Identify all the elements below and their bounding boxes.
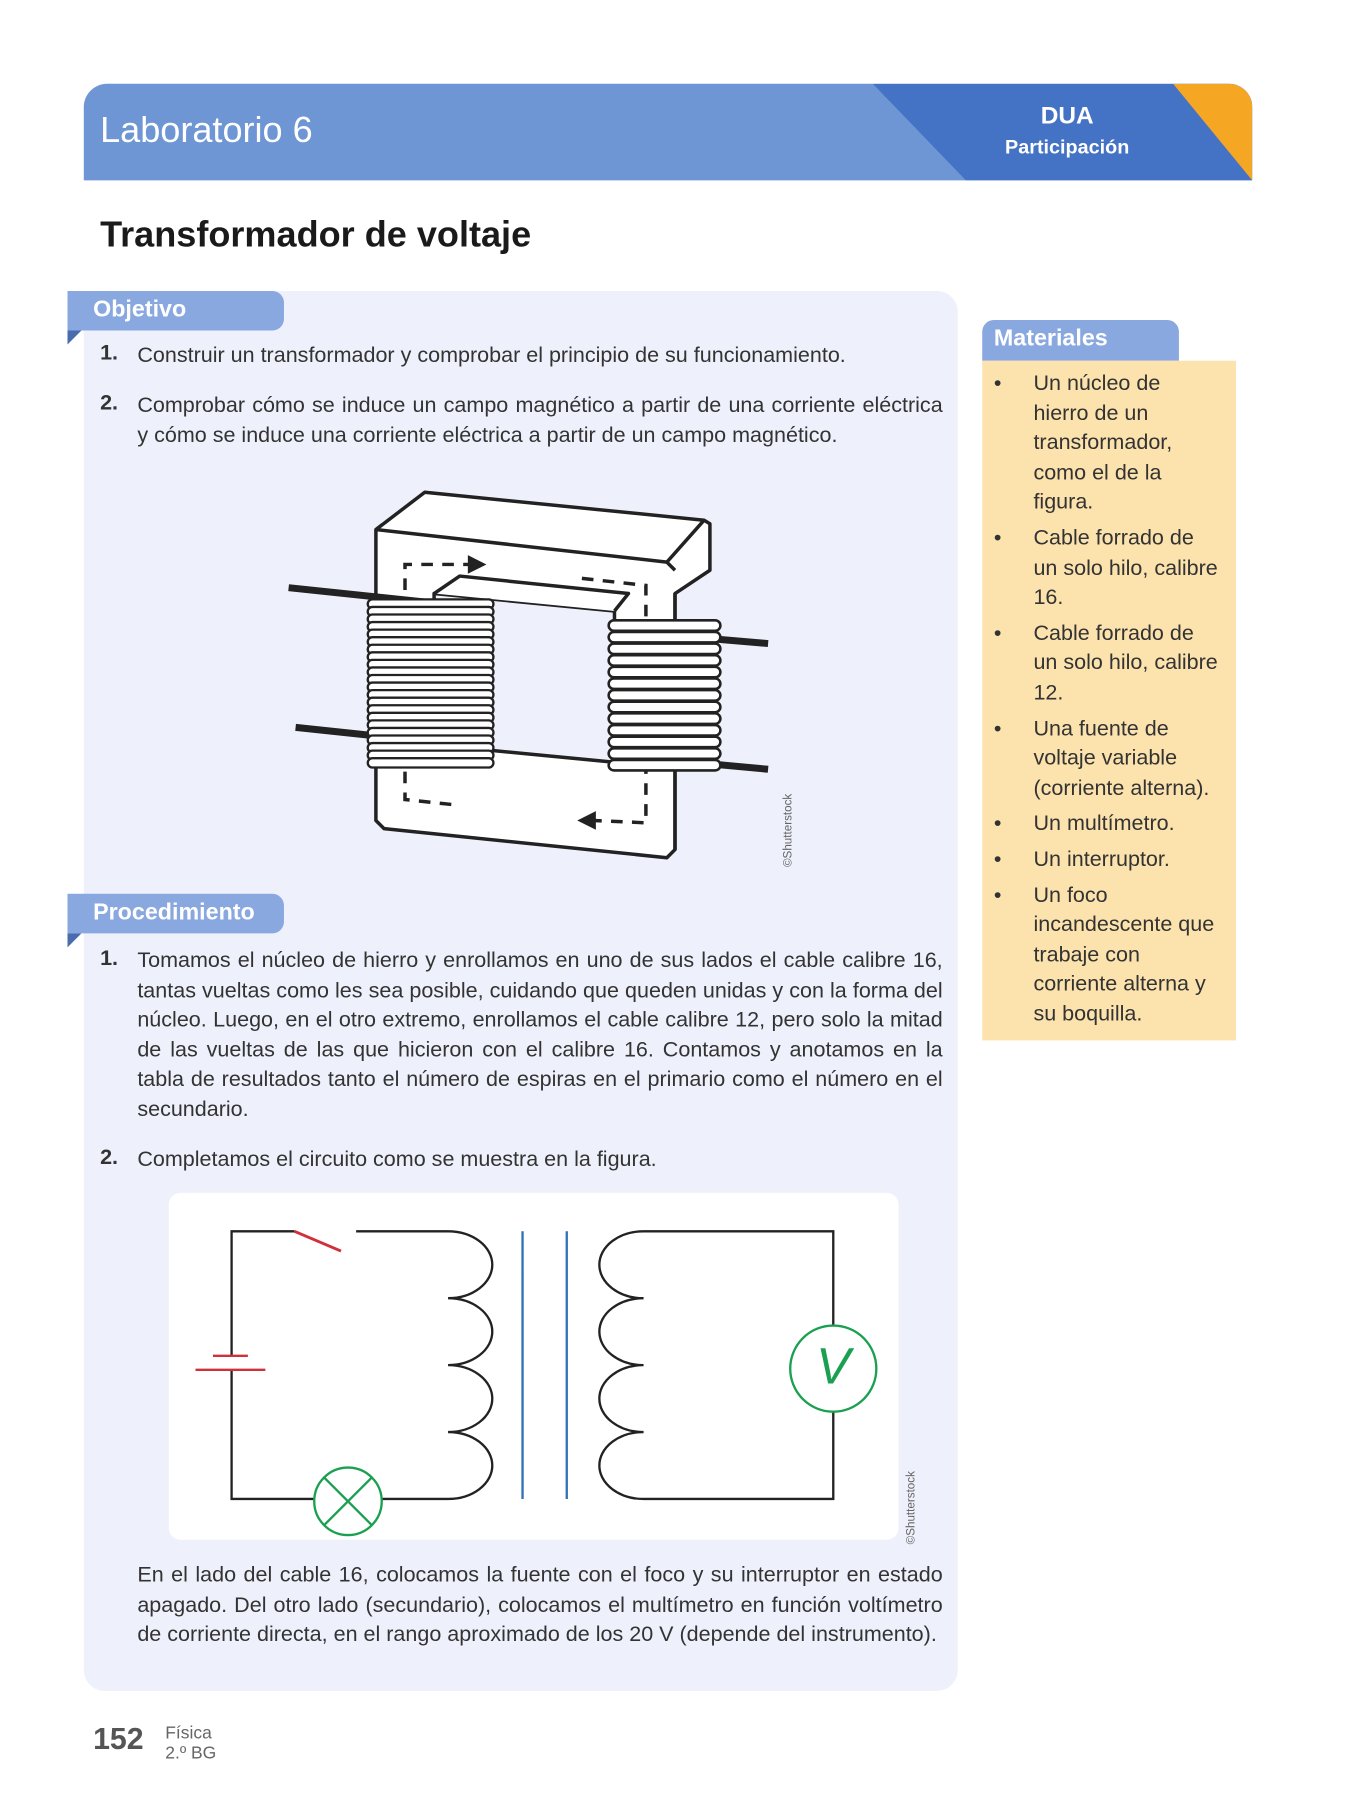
- material-item: • Un multímetro.: [982, 808, 1219, 838]
- objetivo-heading: Objetivo: [67, 290, 284, 331]
- secondary-coil-turn: [607, 619, 722, 633]
- bullet: •: [993, 370, 1002, 395]
- voltmeter-label: V: [816, 1338, 851, 1396]
- circuit-diagram: V: [168, 1192, 899, 1540]
- material-text: Un foco incandescente que trabaje con co…: [1033, 881, 1215, 1026]
- switch: [293, 1229, 342, 1253]
- material-item: • Cable forrado de un solo hilo, calibre …: [982, 523, 1219, 612]
- material-text: Una fuente de voltaje variable (corrient…: [1033, 715, 1210, 800]
- material-item: • Un núcleo de hierro de un transformador…: [982, 368, 1219, 517]
- material-text: Un multímetro.: [1033, 810, 1175, 835]
- material-text: Un interruptor.: [1033, 845, 1170, 871]
- tab-notch: [67, 933, 82, 948]
- footer-grade: 2.º BG: [165, 1743, 217, 1764]
- primary-coil: [356, 1230, 494, 1501]
- header-decoration: [872, 83, 1253, 181]
- figure-credit: ©Shutterstock: [782, 793, 795, 868]
- secondary-coil-turn: [607, 677, 722, 691]
- material-item: • Cable forrado de un solo hilo, calibre …: [982, 618, 1219, 707]
- material-item: • Un interruptor.: [982, 844, 1219, 874]
- secondary-coil-turn: [607, 688, 722, 702]
- materiales-list: • Un núcleo de hierro de un transformador…: [982, 360, 1236, 1041]
- iron-core-lines: [521, 1231, 568, 1499]
- procedimiento-item-number: 2.: [100, 1144, 119, 1169]
- secondary-coil-turn: [607, 653, 722, 667]
- primary-wire: [230, 1230, 315, 1501]
- primary-coil-turn: [366, 757, 495, 769]
- procedimiento-heading: Procedimiento: [67, 893, 284, 934]
- dua-badge-subtitle: Participación: [1005, 136, 1130, 159]
- procedimiento-paragraph: En el lado del cable 16, colocamos la fu…: [137, 1561, 943, 1646]
- secondary-coil-turn: [607, 700, 722, 714]
- materiales-heading: Materiales: [982, 320, 1179, 361]
- secondary-coil-turn: [607, 758, 722, 772]
- tab-notch: [67, 330, 82, 345]
- bullet: •: [993, 524, 1002, 550]
- material-text: Cable forrado de un solo hilo, calibre 1…: [1033, 524, 1218, 609]
- secondary-coil-turn: [607, 735, 722, 749]
- secondary-coil: [598, 1230, 835, 1501]
- voltmeter-symbol: [789, 1324, 878, 1413]
- procedimiento-item-text: Tomamos el núcleo de hierro y enrollamos…: [137, 947, 943, 1121]
- objetivo-item-number: 1.: [100, 339, 119, 365]
- lab-header-banner: Laboratorio 6 DUA Participación: [83, 83, 1253, 181]
- material-item: • Un foco incandescente que trabaje con c…: [982, 879, 1219, 1028]
- secondary-coil-turn: [607, 642, 722, 656]
- material-text: Cable forrado de un solo hilo, calibre 1…: [1033, 620, 1218, 705]
- objetivo-item-text: Comprobar cómo se induce un campo magnét…: [137, 392, 943, 447]
- material-item: • Una fuente de voltaje variable (corrien…: [982, 713, 1219, 802]
- page-title: Transformador de voltaje: [100, 214, 532, 255]
- bullet: •: [993, 620, 1002, 645]
- transformer-core-illustration: (function(){var s=document.currentScript…: [288, 490, 769, 860]
- material-text: Un núcleo de hierro de un transformador,…: [1033, 370, 1173, 514]
- secondary-coil-turn: [607, 712, 722, 726]
- bullet: •: [993, 810, 1002, 835]
- power-source: [195, 1354, 266, 1371]
- dua-badge-title: DUA: [1040, 102, 1094, 130]
- lamp-symbol: [313, 1466, 383, 1537]
- page-number: 152: [93, 1721, 144, 1757]
- bullet: •: [993, 881, 1002, 907]
- bullet: •: [993, 845, 1002, 871]
- secondary-coil-turn: [607, 747, 722, 761]
- footer-subject: Física: [165, 1723, 212, 1744]
- procedimiento-item-text: Completamos el circuito como se muestra …: [137, 1146, 657, 1171]
- lab-title: Laboratorio 6: [100, 109, 313, 151]
- objetivo-item-number: 2.: [100, 389, 119, 415]
- bullet: •: [993, 715, 1002, 740]
- procedimiento-item-number: 1.: [100, 944, 119, 970]
- figure-credit: ©Shutterstock: [905, 1471, 919, 1545]
- secondary-coil-turn: [607, 665, 722, 679]
- secondary-coil-turn: [607, 723, 722, 737]
- secondary-coil-turn: [607, 630, 722, 644]
- objetivo-item-text: Construir un transformador y comprobar e…: [137, 342, 846, 367]
